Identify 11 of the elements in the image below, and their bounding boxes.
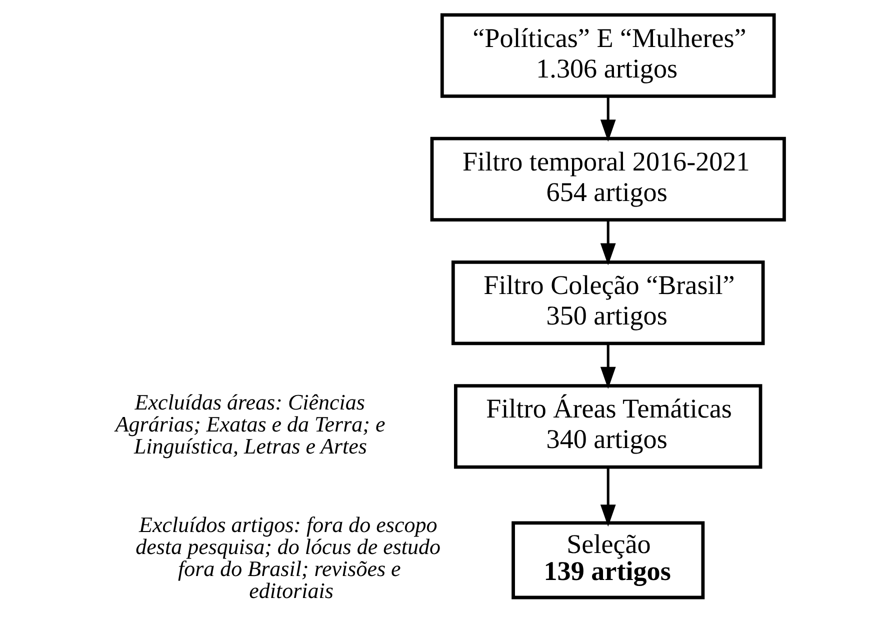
arrow — [600, 96, 616, 142]
node-box: Filtro Áreas Temáticas 340 artigos — [454, 384, 762, 469]
node-label: Excluídos artigos: fora do escopo desta pesquisa; do lócus de estudo fora do Brasil; revisões e editoriais — [136, 512, 441, 604]
arrow — [600, 467, 616, 527]
arrow — [600, 344, 616, 389]
node-box: “Políticas” E “Mulheres” 1.306 artigos — [440, 13, 776, 98]
node-box: Filtro temporal 2016-2021 654 artigos — [430, 136, 786, 222]
node-box: Filtro Coleção “Brasil” 350 artigos — [451, 260, 765, 346]
arrow — [600, 220, 616, 266]
node-label: Excluídas áreas: Ciências Agrárias; Exatas e da Terra; e Linguística, Letras e Artes — [115, 389, 386, 458]
node-box: Seleção 139 artigos — [512, 521, 705, 600]
